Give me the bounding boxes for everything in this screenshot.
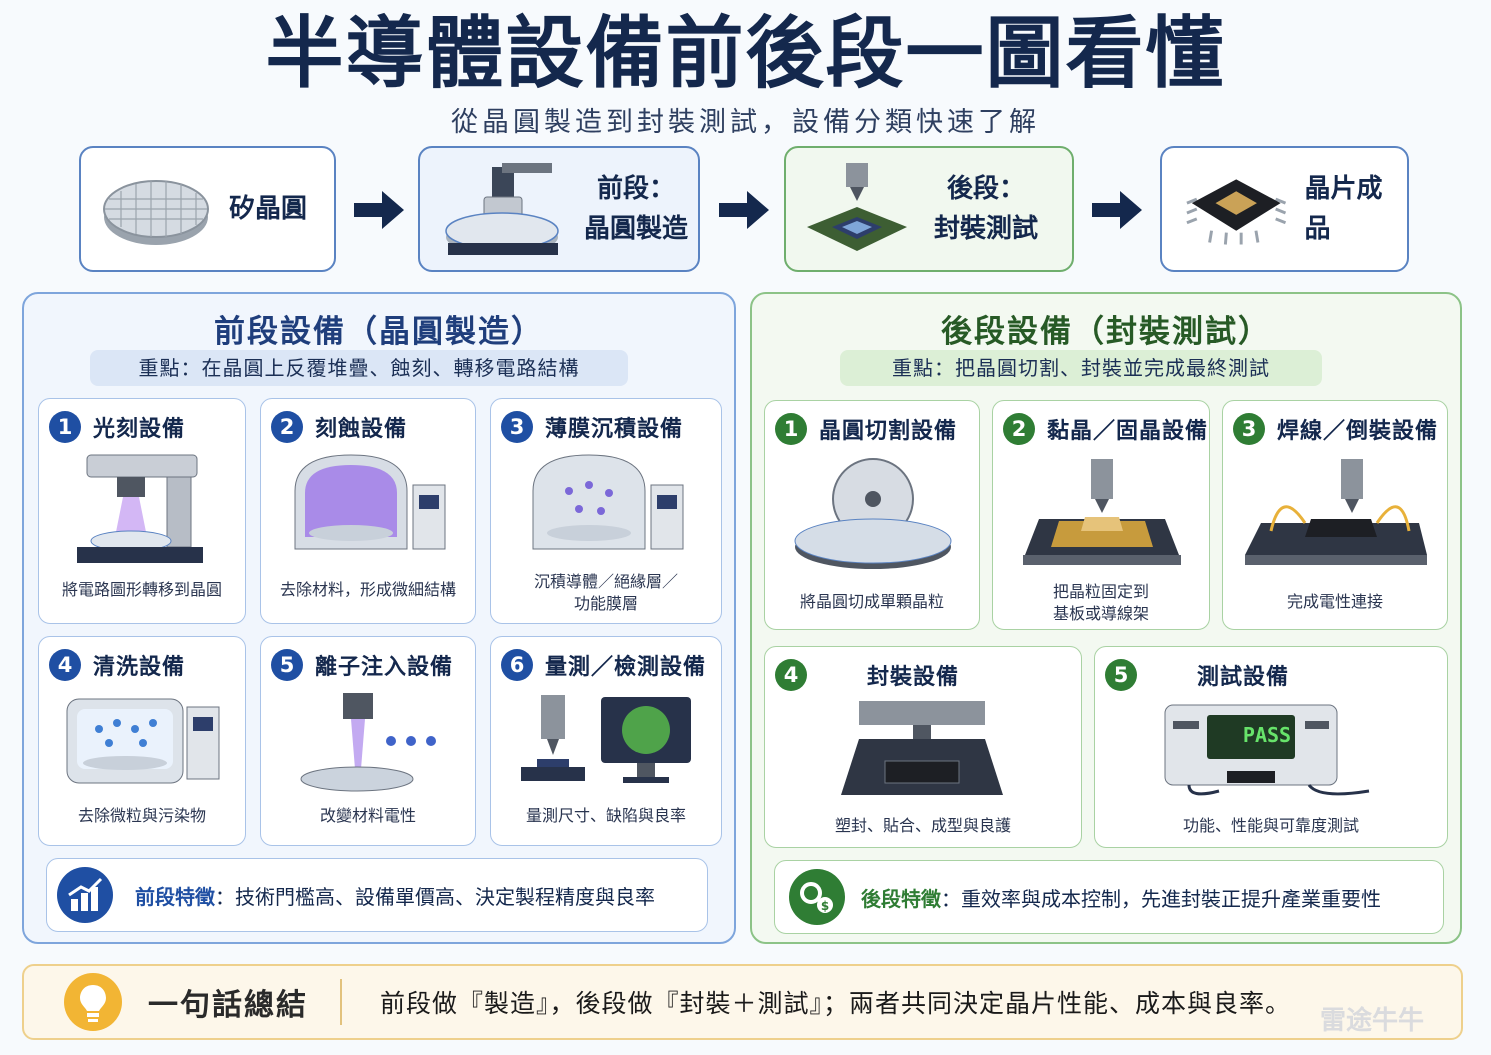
- card-wire-bonding: 3 焊線／倒裝設備 完成電性連接: [1222, 400, 1448, 630]
- wafer-icon: [103, 180, 209, 245]
- card-number: 1: [775, 413, 807, 445]
- flow-label-chip: 晶片成品: [1304, 174, 1383, 244]
- card-description: 去除材料，形成微細結構: [279, 580, 456, 599]
- card-description: 功能、性能與可靠度測試: [1182, 816, 1359, 835]
- card-number: 5: [271, 649, 303, 681]
- flow-step-wafer: 矽晶圓: [79, 146, 336, 272]
- cleaning-chamber-icon: [66, 698, 220, 784]
- front-end-focus: 重點：在晶圓上反覆堆疊、蝕刻、轉移電路結構: [90, 350, 628, 386]
- card-description: 量測尺寸、缺陷與良率: [525, 806, 686, 825]
- card-packaging: 4 封裝設備 塑封、貼合、成型與良護: [764, 646, 1082, 848]
- front-end-title: 前段設備（晶圓製造）: [214, 314, 544, 350]
- card-title: 刻蝕設備: [315, 417, 408, 442]
- deposition-chamber-icon: [532, 454, 684, 550]
- card-die-bonding: 2 黏晶／固晶設備 把晶粒固定到 基板或導線架: [992, 400, 1210, 630]
- card-number: 2: [1003, 413, 1035, 445]
- card-dicing: 1 晶圓切割設備 將晶圓切成單顆晶粒: [764, 400, 980, 630]
- card-number: 1: [49, 411, 81, 443]
- card-description-line1: 沉積導體／絕緣層／: [533, 572, 678, 591]
- card-description: 去除微粒與污染物: [77, 806, 206, 825]
- card-number: 6: [501, 649, 533, 681]
- pass-screen: PASS: [1242, 723, 1292, 747]
- card-description-line2: 基板或導線架: [1052, 604, 1149, 623]
- card-title: 封裝設備: [867, 665, 960, 690]
- card-title: 黏晶／固晶設備: [1047, 419, 1209, 444]
- card-title: 晶圓切割設備: [819, 419, 958, 444]
- card-number: 2: [271, 411, 303, 443]
- watermark: 雷途牛牛: [1320, 1006, 1425, 1036]
- card-title: 光刻設備: [93, 417, 186, 442]
- card-description-line2: 功能膜層: [573, 594, 638, 613]
- card-description: 塑封、貼合、成型與良護: [834, 816, 1011, 835]
- svg-text:$: $: [821, 899, 829, 913]
- card-number: 3: [501, 411, 533, 443]
- card-description: 改變材料電性: [319, 806, 416, 825]
- molding-machine-icon: [841, 701, 1003, 795]
- back-end-focus: 重點：把晶圓切割、封裝並完成最終測試: [840, 350, 1322, 386]
- arrow-right-icon: [719, 191, 769, 229]
- page-title: 半導體設備前後段一圖看懂: [265, 9, 1226, 99]
- summary-bar: 一句話總結 前段做『製造』，後段做『封裝＋測試』；兩者共同決定晶片性能、成本與良…: [22, 964, 1463, 1040]
- card-number: 5: [1105, 659, 1137, 691]
- tester-icon: [1164, 704, 1370, 796]
- card-deposition: 3 薄膜沉積設備 沉積導體／絕緣層／ 功能膜層: [490, 398, 722, 624]
- chip-icon: [1186, 179, 1287, 245]
- lithography-icon: [77, 454, 203, 563]
- etching-chamber-icon: [294, 454, 446, 550]
- card-title: 測試設備: [1197, 665, 1290, 690]
- metrology-icon: [521, 695, 691, 783]
- card-title: 焊線／倒裝設備: [1277, 419, 1439, 444]
- wire-bonder-icon: [1245, 459, 1427, 565]
- card-description: 完成電性連接: [1286, 592, 1383, 611]
- card-metrology: 6 量測／檢測設備 量測尺寸、缺陷與良率: [490, 636, 722, 846]
- flow-label-back-2: 封裝測試: [934, 214, 1039, 244]
- flow-step-back-end: 後段： 封裝測試: [784, 146, 1074, 272]
- card-number: 4: [775, 659, 807, 691]
- flow-label-front-1: 前段：: [597, 174, 676, 204]
- arrow-right-icon: [1092, 191, 1142, 229]
- gear-dollar-icon: $: [789, 869, 845, 925]
- flow-label-front-2: 晶圓製造: [584, 214, 689, 244]
- feature-text: ：重效率與成本控制，先進封裝正提升產業重要性: [941, 886, 1381, 911]
- growth-chart-icon: [57, 867, 113, 923]
- front-end-feature: 前段特徵：技術門檻高、設備單價高、決定製程精度與良率: [46, 858, 708, 932]
- page-subtitle: 從晶圓製造到封裝測試，設備分類快速了解: [451, 107, 1040, 138]
- card-lithography: 1 光刻設備 將電路圖形轉移到晶圓: [38, 398, 246, 624]
- back-end-panel: 後段設備（封裝測試） 重點：把晶圓切割、封裝並完成最終測試 1 晶圓切割設備 將晶…: [750, 292, 1462, 944]
- feature-label: 前段特徵: [135, 884, 215, 909]
- card-etching: 2 刻蝕設備 去除材料，形成微細結構: [260, 398, 476, 624]
- card-number: 4: [49, 649, 81, 681]
- flow-step-front-end: 前段： 晶圓製造: [418, 146, 700, 272]
- flow-label-wafer: 矽晶圓: [229, 194, 308, 224]
- ion-implant-icon: [300, 693, 436, 792]
- arrow-right-icon: [354, 191, 404, 229]
- card-cleaning: 4 清洗設備 去除微粒與污染物: [38, 636, 246, 846]
- summary-text: 前段做『製造』，後段做『封裝＋測試』；兩者共同決定晶片性能、成本與良率。: [380, 989, 1292, 1018]
- card-description-line1: 把晶粒固定到: [1052, 582, 1149, 601]
- card-title: 離子注入設備: [315, 655, 454, 680]
- lightbulb-icon: [64, 973, 122, 1031]
- flow-step-chip: 晶片成品: [1160, 146, 1409, 272]
- lithography-machine-icon: [445, 163, 559, 255]
- back-end-feature: $ 後段特徵：重效率與成本控制，先進封裝正提升產業重要性: [774, 860, 1444, 934]
- back-end-title: 後段設備（封裝測試）: [941, 314, 1271, 350]
- card-description: 將電路圖形轉移到晶圓: [61, 580, 222, 599]
- summary-divider: [340, 979, 342, 1025]
- flow-label-back-1: 後段：: [947, 174, 1026, 204]
- packaging-machine-icon: [807, 163, 907, 251]
- summary-label: 一句話總結: [148, 988, 308, 1023]
- card-number: 3: [1233, 413, 1265, 445]
- card-testing: 5 測試設備 PASS 功能、性能與可靠度測試: [1094, 646, 1448, 848]
- card-title: 清洗設備: [93, 655, 186, 680]
- feature-text: ：技術門檻高、設備單價高、決定製程精度與良率: [215, 884, 655, 909]
- feature-label: 後段特徵: [861, 886, 941, 911]
- dicing-saw-icon: [794, 458, 952, 569]
- card-description: 將晶圓切成單顆晶粒: [799, 592, 944, 611]
- card-title: 薄膜沉積設備: [545, 417, 684, 442]
- front-end-panel: 前段設備（晶圓製造） 重點：在晶圓上反覆堆疊、蝕刻、轉移電路結構 1 光刻設備 將…: [22, 292, 736, 944]
- card-title: 量測／檢測設備: [545, 655, 707, 680]
- card-ion-implant: 5 離子注入設備 改變材料電性: [260, 636, 476, 846]
- die-bonder-icon: [1023, 459, 1181, 565]
